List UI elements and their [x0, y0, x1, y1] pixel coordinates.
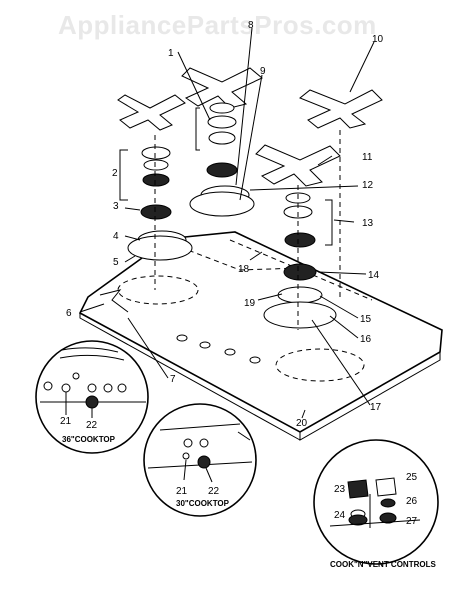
inset-30-cooktop: [143, 403, 257, 517]
callout: 13: [362, 218, 374, 229]
leader-lines: [79, 27, 375, 419]
inset-36-cooktop: [35, 340, 149, 454]
callout: 22: [86, 420, 98, 431]
callout-labels: 1 2 3 4 5 6 7 8 9 10 11 12 13 14 15 16 1…: [60, 20, 418, 527]
callout: 5: [113, 257, 119, 268]
callout: 14: [368, 270, 380, 281]
center-burner-assembly: [181, 67, 263, 217]
callout: 2: [112, 168, 118, 179]
cooktop-panel: [78, 231, 443, 441]
callout: 16: [360, 334, 372, 345]
callout: 27: [406, 516, 418, 527]
caption-30-cooktop: 30"COOKTOP: [176, 499, 230, 508]
callout: 17: [370, 402, 382, 413]
callout: 11: [362, 152, 373, 163]
callout: 21: [60, 416, 72, 427]
right-burner-assembly: [255, 144, 341, 330]
callout: 21: [176, 486, 188, 497]
inset-captions: 36"COOKTOP 30"COOKTOP COOK"N"VENT CONTRO…: [62, 435, 436, 569]
watermark: AppliancePartsPros.com: [58, 10, 377, 40]
callout: 24: [334, 510, 346, 521]
callout: 1: [168, 48, 174, 59]
callout: 26: [406, 496, 418, 507]
callout: 15: [360, 314, 372, 325]
callout: 4: [113, 231, 119, 242]
callout: 23: [334, 484, 346, 495]
callout: 7: [170, 374, 176, 385]
inset-vent-controls: [313, 439, 439, 565]
callout: 3: [113, 201, 119, 212]
callout: 25: [406, 472, 418, 483]
left-burner-assembly: [117, 94, 193, 290]
callout: 8: [248, 20, 254, 31]
right-back-grate: [299, 89, 383, 300]
callout: 6: [66, 308, 72, 319]
callout: 12: [362, 180, 374, 191]
callout: 9: [260, 66, 266, 77]
callout: 19: [244, 298, 256, 309]
callout: 22: [208, 486, 220, 497]
callout: 18: [238, 264, 250, 275]
callout: 10: [372, 34, 384, 45]
callout: 20: [296, 418, 308, 429]
caption-vent-controls: COOK"N"VENT CONTROLS: [330, 560, 436, 569]
caption-36-cooktop: 36"COOKTOP: [62, 435, 116, 444]
